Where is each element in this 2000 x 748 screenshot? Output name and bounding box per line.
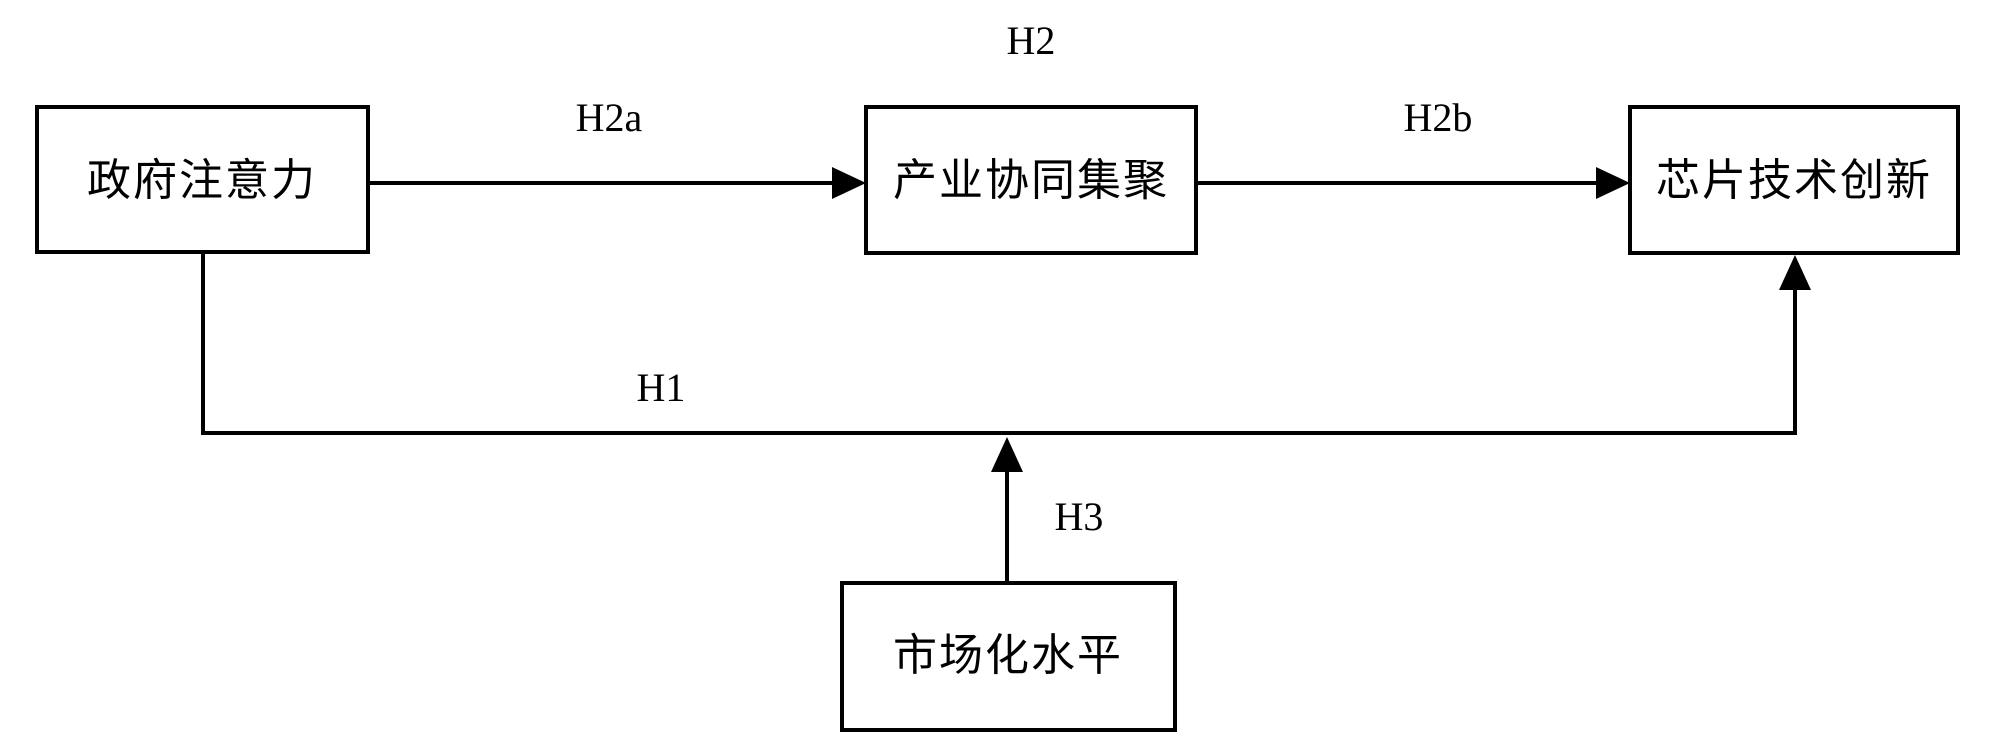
node-box-chip-innovation[interactable] [1628,105,1960,255]
edge-label-h2b: H2b [1404,95,1473,140]
edge-label-h2: H2 [1007,18,1056,63]
edge-h1-path [201,252,1797,435]
edge-h2a-arrowhead [832,167,866,199]
node-box-marketization-level[interactable] [840,581,1177,732]
node-label-gov-attention: 政府注意力 [87,156,317,205]
edge-label-h1: H1 [637,365,686,410]
node-box-industry-agglomeration[interactable] [864,105,1198,255]
edge-h3-arrowhead [991,437,1023,472]
edge-h2b-arrowhead [1596,167,1630,199]
edge-h1-arrowhead [1779,255,1811,290]
node-box-gov-attention[interactable] [35,105,370,254]
node-label-marketization-level: 市场化水平 [893,631,1123,680]
node-label-industry-agglomeration: 产业协同集聚 [893,156,1169,205]
node-label-chip-innovation: 芯片技术创新 [1656,156,1932,205]
edge-label-h2a: H2a [576,95,643,140]
edge-label-h3: H3 [1055,494,1104,539]
